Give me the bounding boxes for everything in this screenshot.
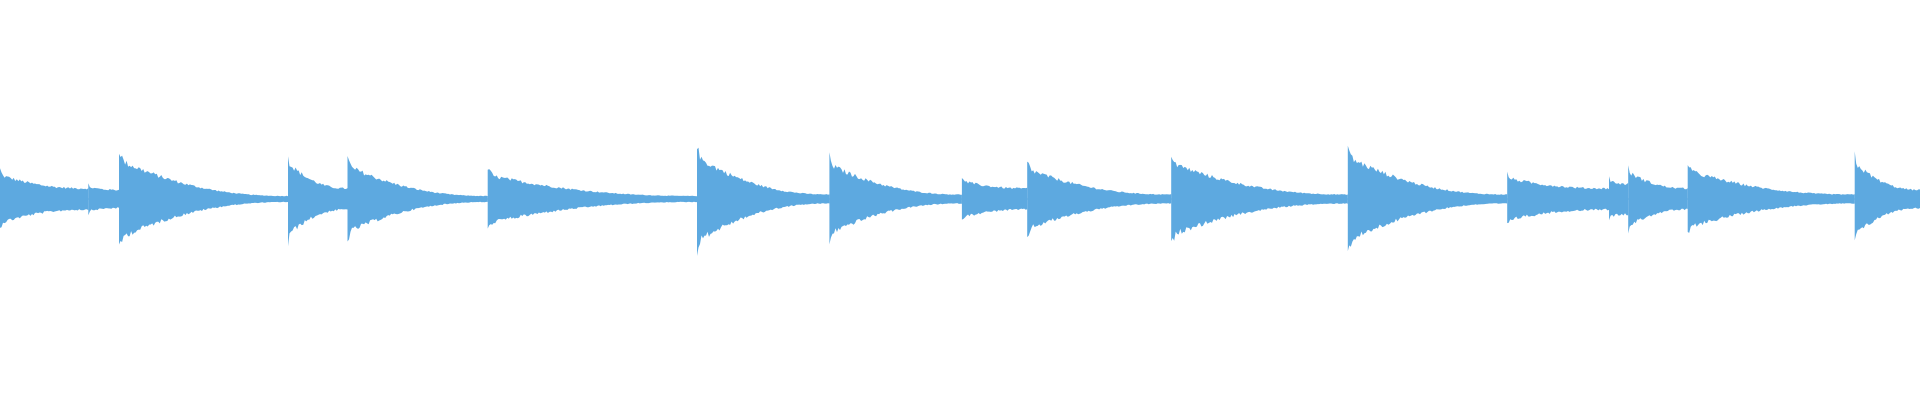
waveform-note-6 xyxy=(487,169,697,229)
waveform-notes xyxy=(0,145,1920,256)
waveform-note-9 xyxy=(961,178,1028,220)
waveform-note-10 xyxy=(1027,161,1172,238)
waveform-note-7 xyxy=(697,147,830,256)
waveform-note-2 xyxy=(88,183,119,216)
waveform-note-5 xyxy=(347,156,488,242)
waveform-note-11 xyxy=(1171,156,1348,242)
waveform-note-14 xyxy=(1609,176,1629,221)
waveform-note-4 xyxy=(288,156,348,247)
waveform-note-15 xyxy=(1628,165,1688,234)
waveform-note-12 xyxy=(1347,145,1508,252)
waveform-note-3 xyxy=(119,153,288,245)
waveform-note-8 xyxy=(829,152,962,245)
waveform-note-1 xyxy=(0,168,89,228)
waveform-note-13 xyxy=(1507,171,1609,224)
waveform-note-16 xyxy=(1687,165,1855,233)
waveform-note-17 xyxy=(1854,151,1920,241)
